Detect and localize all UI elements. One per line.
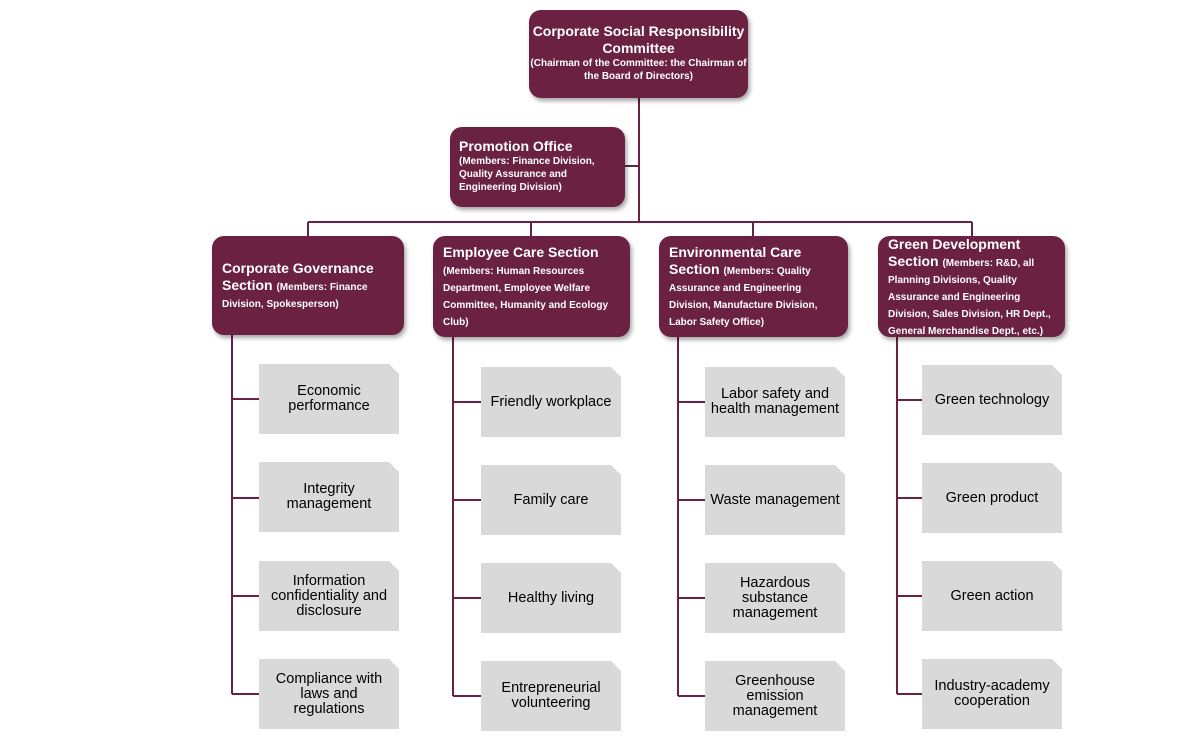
item-information-confidentiality: Information confidentiality and disclosu… <box>259 561 399 631</box>
item-hazardous-substance: Hazardous substance management <box>705 563 845 633</box>
section-members: (Members: Quality Assurance and Engineer… <box>669 266 818 328</box>
item-friendly-workplace: Friendly workplace <box>481 367 621 437</box>
environmental-care-section-box: Environmental Care Section (Members: Qua… <box>659 236 848 337</box>
promotion-office-box: Promotion Office (Members: Finance Divis… <box>450 127 625 207</box>
section-members: (Members: R&D, all Planning Divisions, Q… <box>888 257 1051 337</box>
item-greenhouse-emission: Greenhouse emission management <box>705 661 845 731</box>
item-labor-safety: Labor safety and health management <box>705 367 845 437</box>
promotion-office-title: Promotion Office <box>459 138 573 154</box>
item-family-care: Family care <box>481 465 621 535</box>
committee-members: (Chairman of the Committee: the Chairman… <box>530 58 747 82</box>
item-compliance-with-laws: Compliance with laws and regulations <box>259 659 399 729</box>
section-members: (Members: Finance Division, Spokesperson… <box>222 282 368 310</box>
item-waste-management: Waste management <box>705 465 845 535</box>
csr-committee-box: Corporate Social Responsibility Committe… <box>529 10 748 98</box>
section-title: Corporate Governance Section <box>222 260 374 293</box>
item-green-technology: Green technology <box>922 365 1062 435</box>
item-economic-performance: Economic performance <box>259 364 399 434</box>
item-healthy-living: Healthy living <box>481 563 621 633</box>
section-members: (Members: Human Resources Department, Em… <box>443 266 609 328</box>
item-green-product: Green product <box>922 463 1062 533</box>
item-integrity-management: Integrity management <box>259 462 399 532</box>
corporate-governance-section-box: Corporate Governance Section (Members: F… <box>212 236 404 335</box>
item-green-action: Green action <box>922 561 1062 631</box>
employee-care-section-box: Employee Care Section (Members: Human Re… <box>433 236 630 337</box>
section-title: Green Development Section <box>888 235 1021 269</box>
section-title: Environmental Care Section <box>669 244 802 277</box>
green-development-section-box: Green Development Section (Members: R&D,… <box>878 236 1065 337</box>
committee-title: Corporate Social Responsibility Committe… <box>532 23 745 56</box>
promotion-office-members: (Members: Finance Division, Quality Assu… <box>459 156 595 193</box>
item-entrepreneurial-volunteering: Entrepreneurial volunteering <box>481 661 621 731</box>
item-industry-academy-cooperation: Industry-academy cooperation <box>922 659 1062 729</box>
section-title: Employee Care Section <box>443 244 599 260</box>
